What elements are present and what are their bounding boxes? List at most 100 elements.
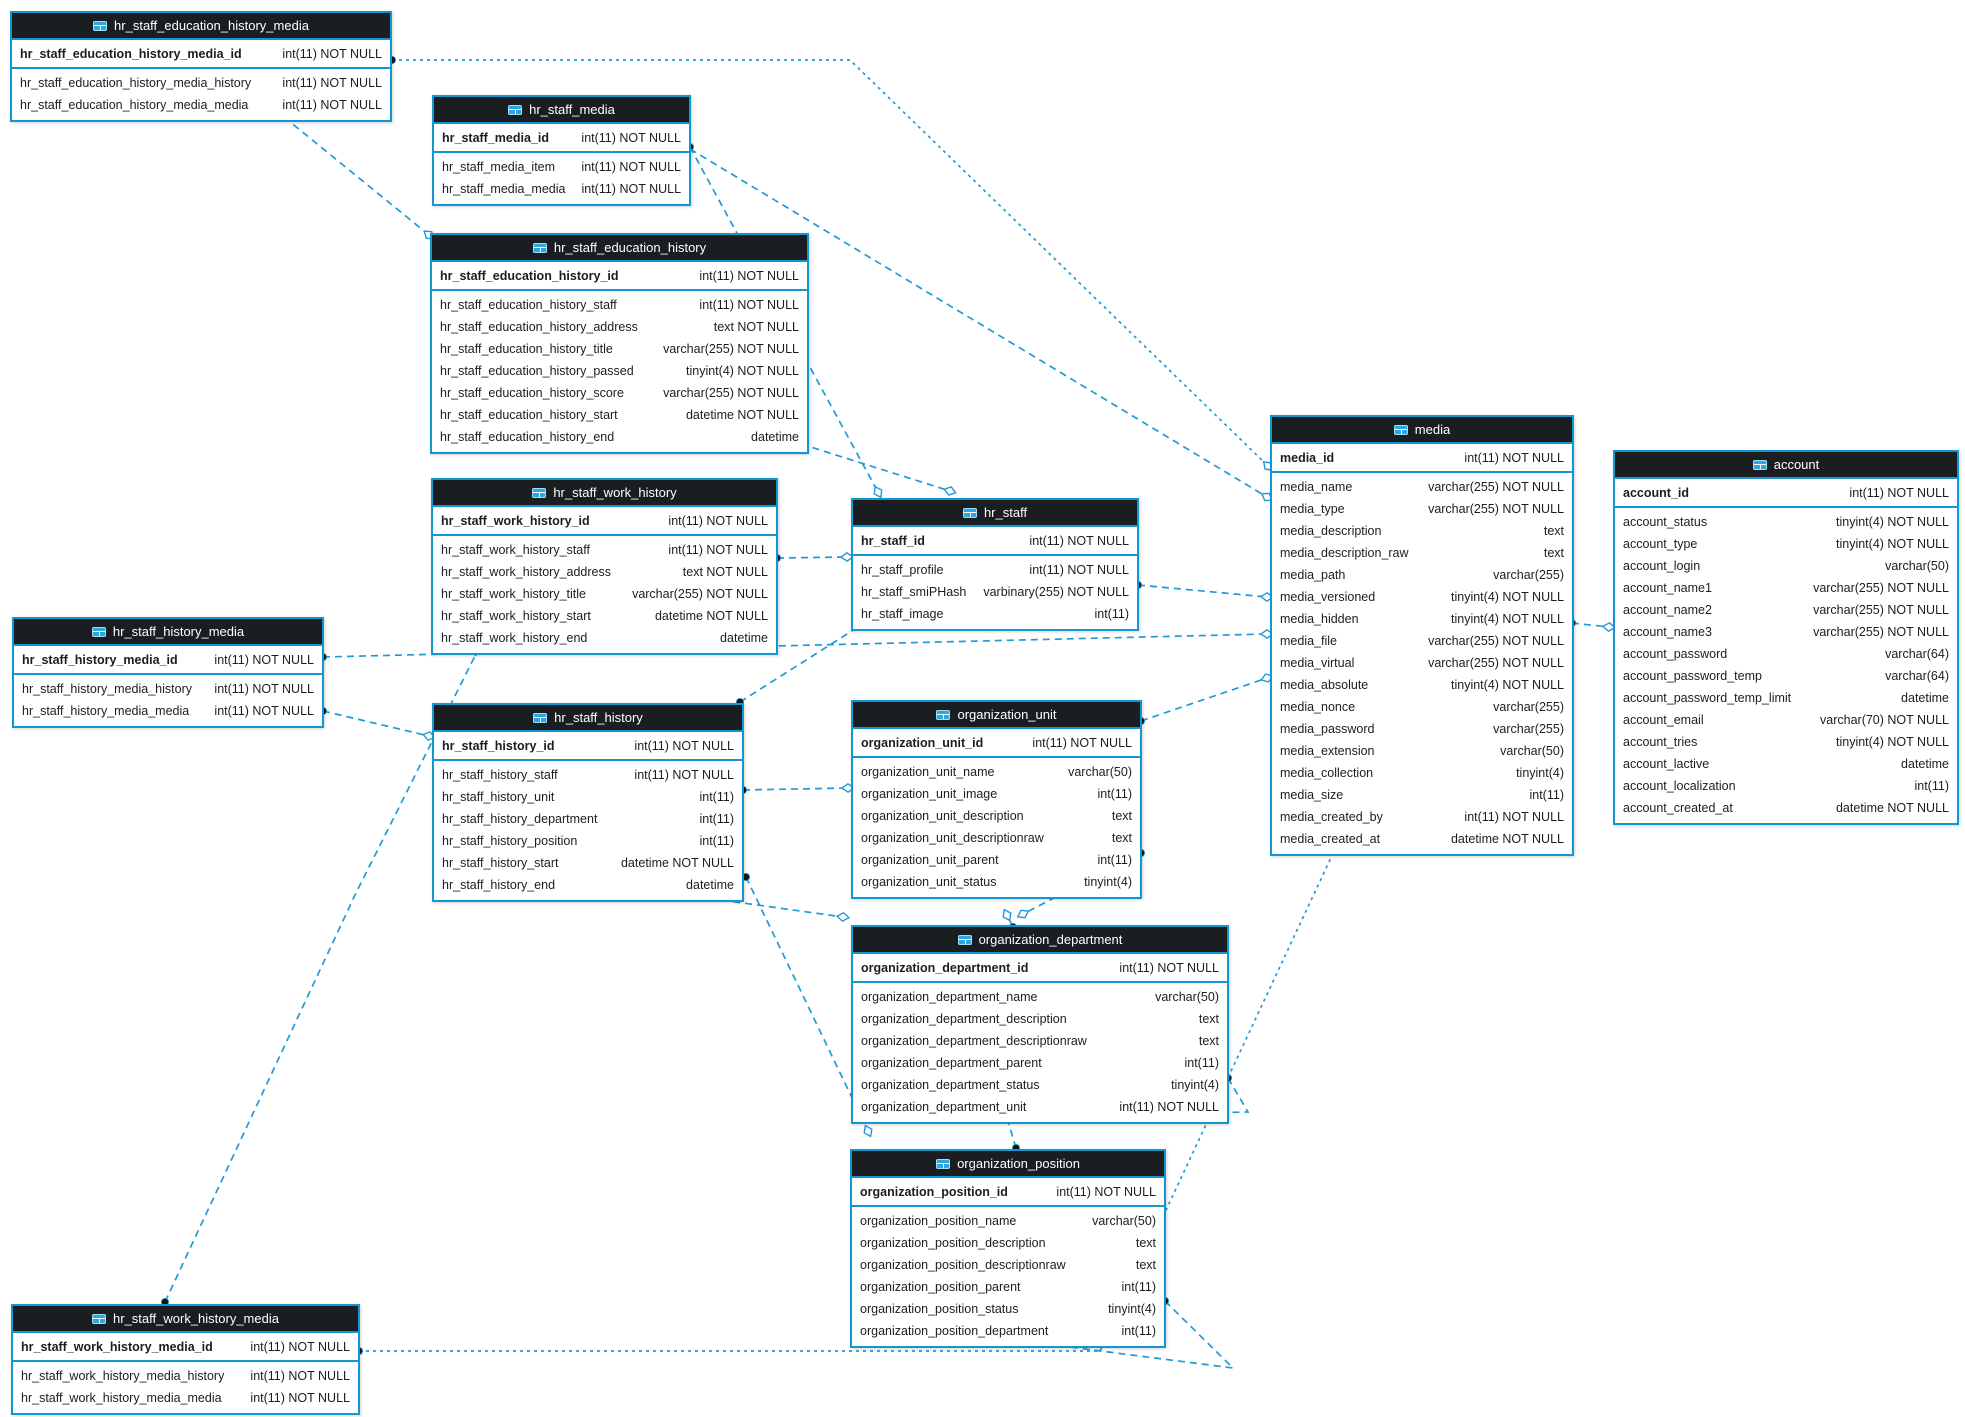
table-hr_staff_education_history[interactable]: hr_staff_education_history hr_staff_educa…: [430, 233, 809, 454]
table-header[interactable]: organization_unit: [853, 702, 1140, 729]
table-hr_staff_education_history_media[interactable]: hr_staff_education_history_media hr_staff…: [10, 11, 392, 122]
relationship-line[interactable]: [742, 787, 849, 791]
column-type: varchar(50): [1155, 990, 1219, 1004]
column-name: account_name3: [1623, 625, 1712, 639]
table-hr_staff_work_history[interactable]: hr_staff_work_history hr_staff_work_histo…: [431, 478, 778, 655]
column-name: account_status: [1623, 515, 1708, 529]
table-title: hr_staff_education_history_media: [114, 18, 309, 33]
column-name: organization_department_parent: [861, 1056, 1042, 1070]
relationship-line[interactable]: [1571, 622, 1610, 628]
column-name: organization_unit_name: [861, 765, 995, 779]
relationship-line[interactable]: [164, 649, 479, 1303]
column-type: tinyint(4) NOT NULL: [1451, 590, 1564, 604]
relationship-line[interactable]: [322, 710, 430, 737]
table-header[interactable]: hr_staff_work_history: [433, 480, 776, 507]
table-header[interactable]: hr_staff_work_history_media: [13, 1306, 358, 1333]
table-header[interactable]: media: [1272, 417, 1572, 444]
column-type: varchar(255) NOT NULL: [1813, 581, 1949, 595]
table-header[interactable]: hr_staff_history: [434, 705, 742, 732]
table-icon: [92, 1313, 107, 1324]
relationship-line[interactable]: [745, 876, 869, 1132]
column-type: datetime: [720, 631, 768, 645]
table-header[interactable]: hr_staff_education_history: [432, 235, 807, 262]
columns-section: organization_unit_name varchar(50) organiz…: [853, 758, 1140, 897]
column-type: datetime NOT NULL: [685, 408, 799, 422]
column-name: media_extension: [1280, 744, 1375, 758]
columns-section: hr_staff_education_history_media_history…: [12, 69, 390, 120]
column-name: hr_staff_media_item: [442, 160, 556, 174]
column-type: varchar(50): [1068, 765, 1132, 779]
relationship-line[interactable]: [1038, 1077, 1250, 1117]
column-row-hr_staff_education_history_start: hr_staff_education_history_start datetime…: [432, 404, 807, 426]
column-type: tinyint(4): [1516, 766, 1564, 780]
table-organization_position[interactable]: organization_position organization_positi…: [850, 1149, 1166, 1348]
relationship-line[interactable]: [739, 621, 867, 703]
relationship-line[interactable]: [283, 116, 430, 236]
column-name: account_login: [1623, 559, 1701, 573]
column-name: hr_staff_education_history_start: [440, 408, 618, 422]
relationship-line[interactable]: [649, 889, 844, 918]
column-type: varchar(255) NOT NULL: [663, 386, 799, 400]
relationship-line[interactable]: [1137, 584, 1268, 598]
column-name: hr_staff_work_history_media_media: [21, 1391, 222, 1405]
table-header[interactable]: hr_staff: [853, 500, 1137, 527]
column-name: media_id: [1280, 450, 1335, 465]
column-name: hr_staff_history_staff: [442, 768, 558, 782]
column-name: account_name1: [1623, 581, 1712, 595]
column-type: tinyint(4): [1171, 1078, 1219, 1092]
relationship-line[interactable]: [689, 148, 1268, 498]
table-organization_department[interactable]: organization_department organization_depa…: [851, 925, 1229, 1124]
table-header[interactable]: hr_staff_media: [434, 97, 689, 124]
table-hr_staff_work_history_media[interactable]: hr_staff_work_history_media hr_staff_work…: [11, 1304, 360, 1415]
cardinality-diamond: [1601, 621, 1617, 633]
column-type: varchar(255): [1493, 722, 1564, 736]
column-type: int(11) NOT NULL: [668, 543, 768, 557]
table-title: hr_staff_history_media: [112, 624, 245, 639]
table-title: hr_staff_history: [554, 710, 643, 725]
column-name: hr_staff_history_id: [442, 738, 555, 753]
relationship-line[interactable]: [359, 846, 1337, 1352]
column-name: account_password_temp_limit: [1623, 691, 1792, 705]
table-title: hr_staff_work_history: [553, 485, 677, 500]
column-type: datetime: [751, 430, 799, 444]
table-header[interactable]: hr_staff_history_media: [14, 619, 322, 646]
column-name: organization_position_description: [860, 1236, 1046, 1250]
relationship-line[interactable]: [392, 59, 1269, 467]
relationship-line[interactable]: [776, 556, 848, 559]
table-header[interactable]: organization_department: [853, 927, 1227, 954]
relationship-line[interactable]: [1140, 677, 1268, 722]
relationship-line[interactable]: [1014, 1300, 1236, 1370]
table-header[interactable]: account: [1615, 452, 1957, 479]
column-type: varchar(255): [1493, 568, 1564, 582]
table-header[interactable]: hr_staff_education_history_media: [12, 13, 390, 40]
relationship-line[interactable]: [800, 443, 951, 492]
column-name: organization_position_status: [860, 1302, 1019, 1316]
column-name: organization_unit_image: [861, 787, 998, 801]
table-title: hr_staff_education_history: [553, 240, 707, 255]
table-header[interactable]: organization_position: [852, 1151, 1164, 1178]
